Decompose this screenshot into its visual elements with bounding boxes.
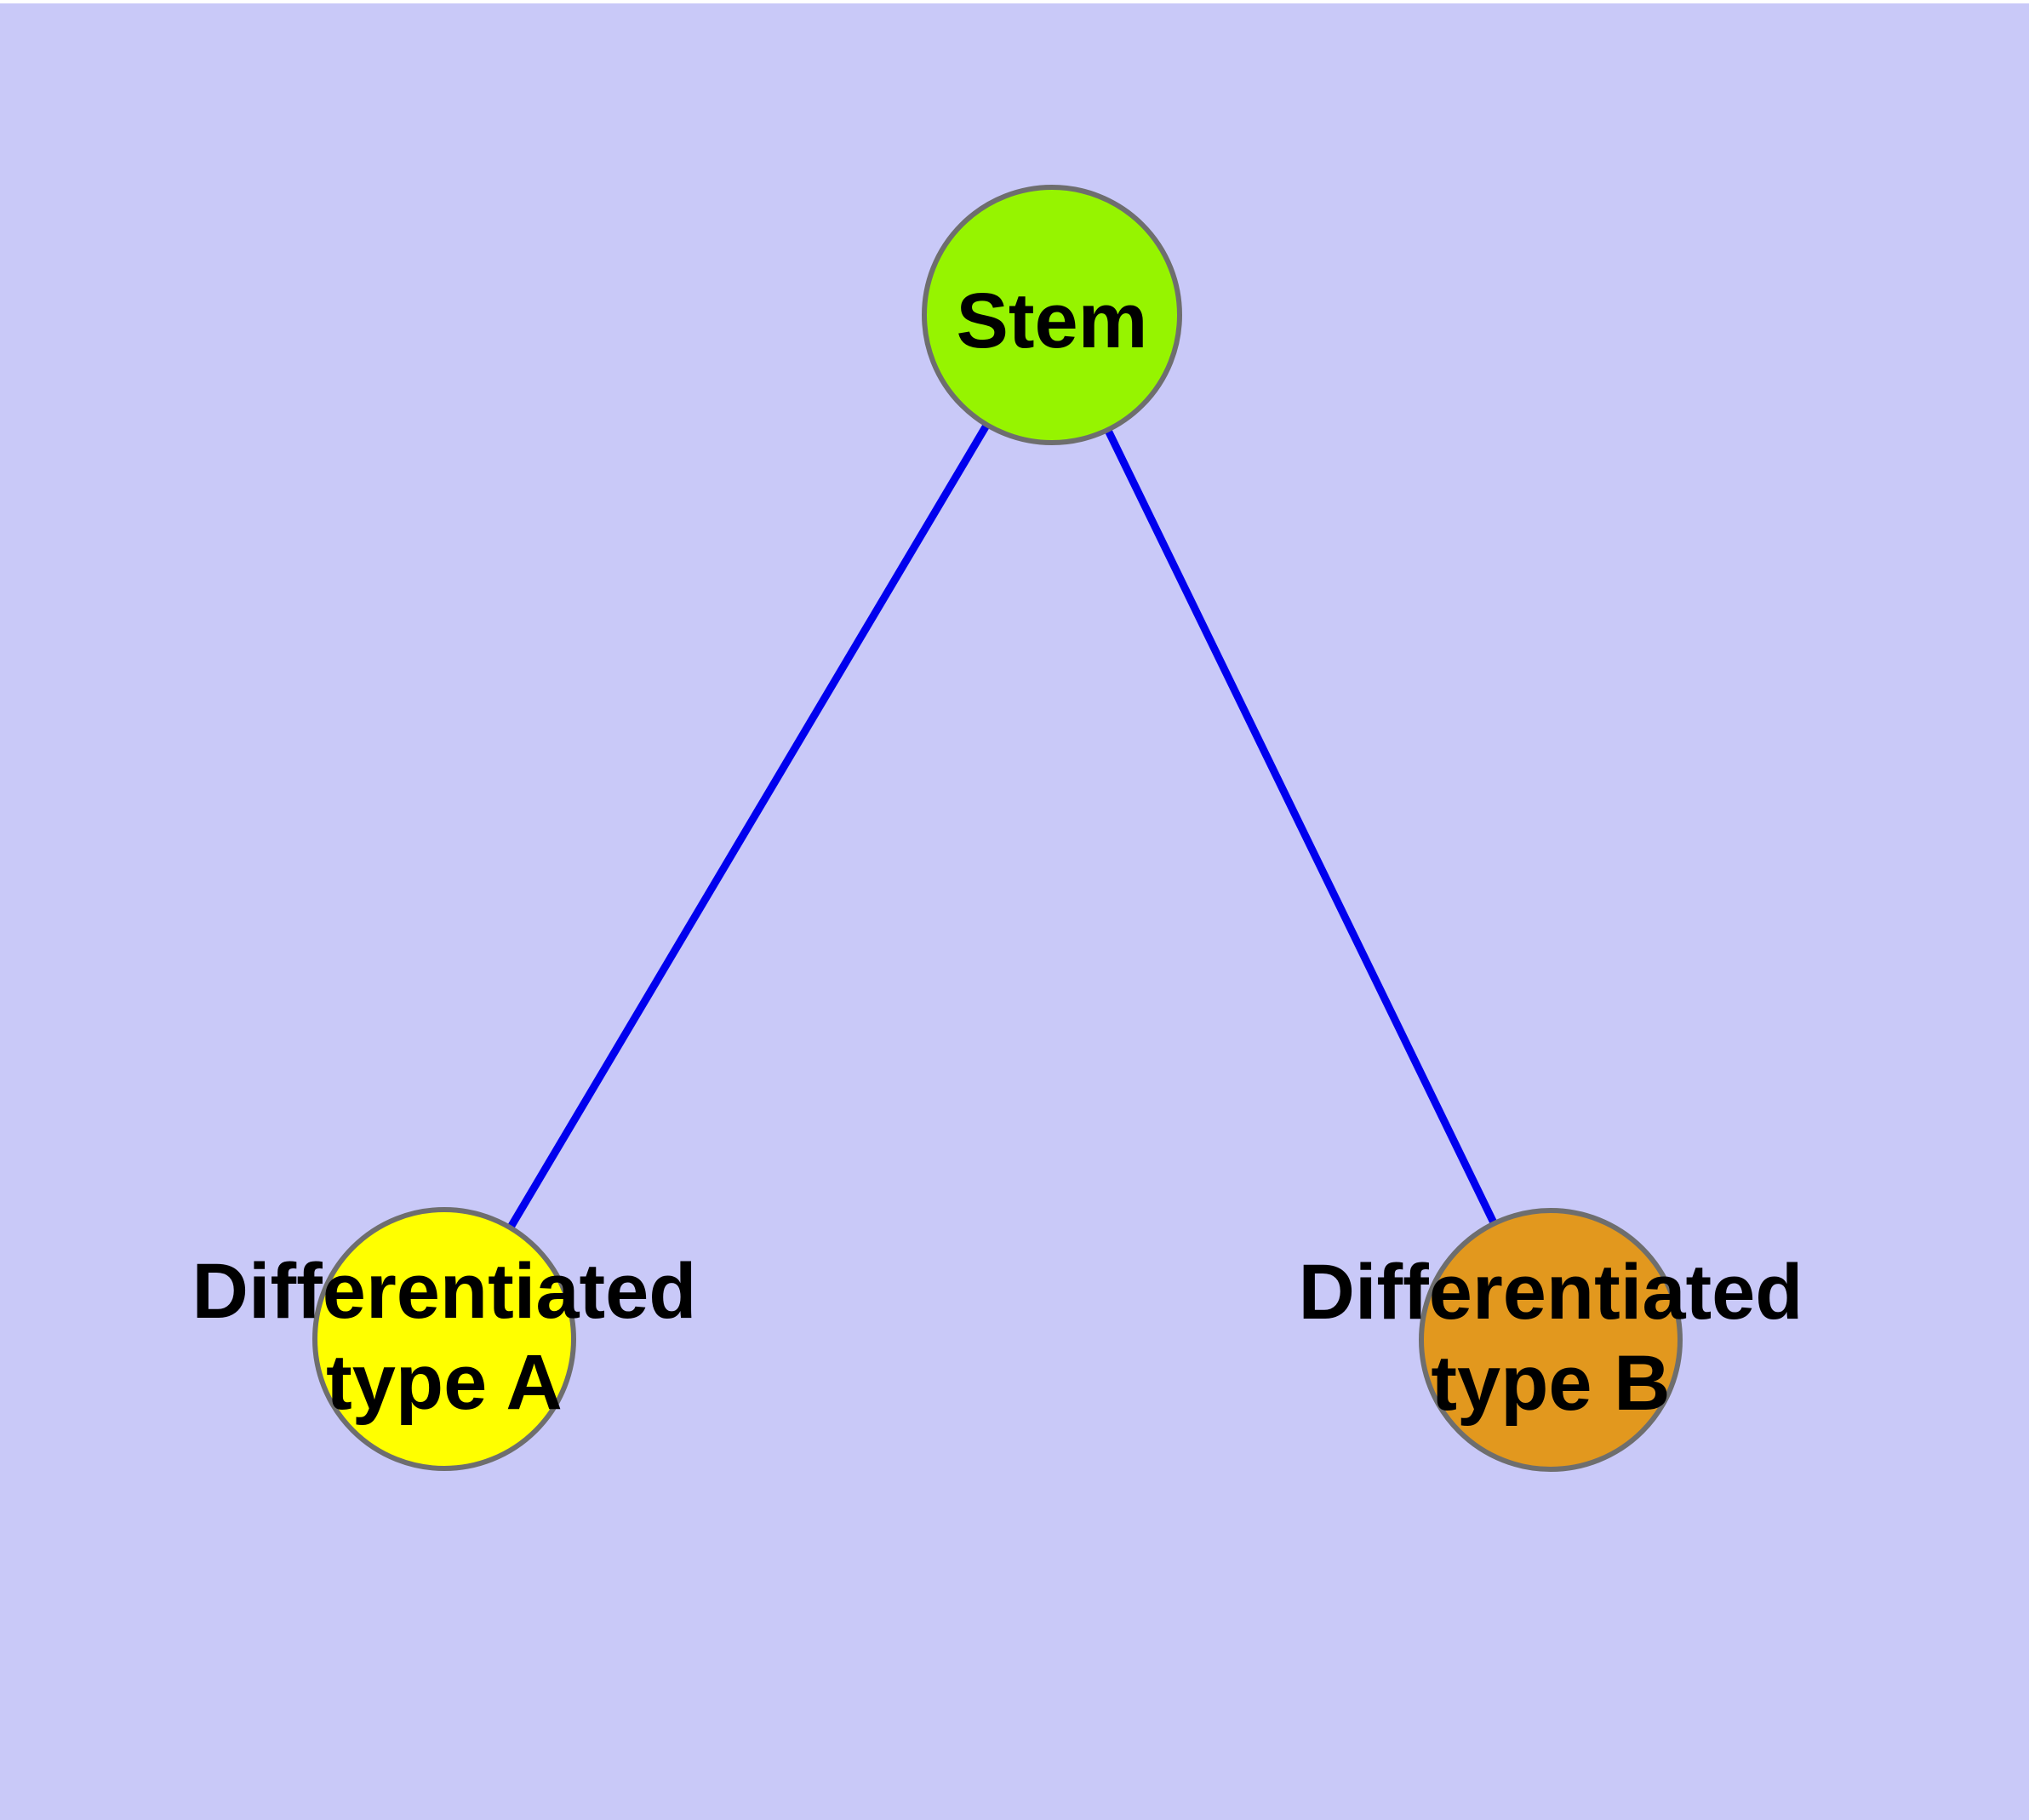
- node-type-a-label-line1: Differentiated: [192, 1248, 697, 1335]
- node-stem-label: Stem: [957, 278, 1148, 364]
- node-type-b-label-line1: Differentiated: [1299, 1249, 1803, 1336]
- node-type-a-label-line2: type A: [326, 1339, 563, 1426]
- node-type-a-circle: [312, 1207, 576, 1471]
- node-type-b-circle: [1419, 1208, 1683, 1472]
- edge-stem-to-type-a: [441, 312, 1055, 1342]
- node-stem-circle: [922, 185, 1182, 445]
- edge-stem-to-type-b: [1048, 313, 1555, 1342]
- node-type-b-label-line2: type B: [1431, 1340, 1670, 1427]
